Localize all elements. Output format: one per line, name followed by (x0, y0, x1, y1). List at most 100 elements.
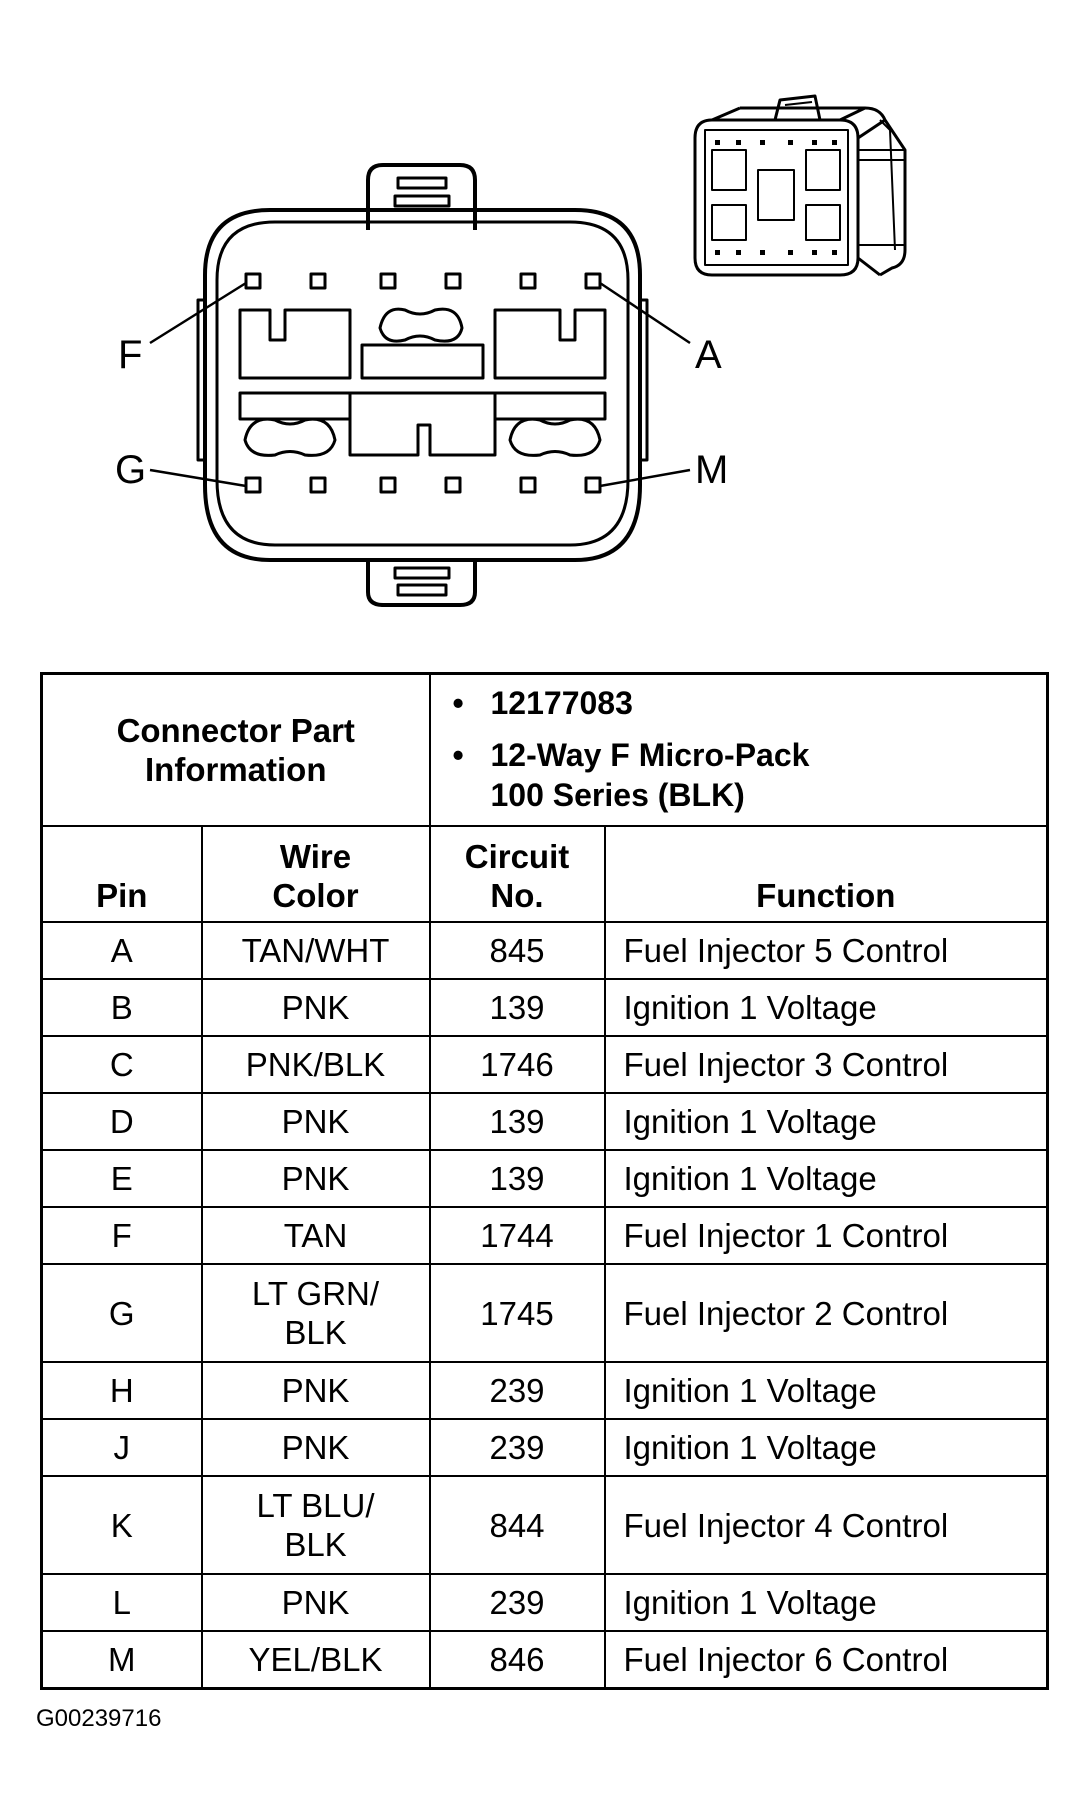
cell-pin-text: D (109, 1103, 134, 1140)
connector-face (196, 163, 649, 607)
cell-circuit-no: 1746 (428, 1035, 606, 1094)
cell-pin: E (40, 1149, 203, 1208)
cell-function: Fuel Injector 2 Control (603, 1263, 1049, 1363)
table-row: C PNK/BLK 1746 Fuel Injector 3 Control (40, 1035, 1049, 1094)
table-row: B PNK 139 Ignition 1 Voltage (40, 978, 1049, 1037)
cell-circuit-no: 844 (428, 1475, 606, 1575)
cell-wire-color-text: LT GRN/ (251, 1275, 380, 1312)
cell-wire-color: PNK (200, 1092, 431, 1151)
cell-function-text: Fuel Injector 1 Control (623, 1217, 949, 1254)
cell-wire-color-text: PNK/BLK (245, 1046, 386, 1083)
cell-function: Ignition 1 Voltage (603, 978, 1049, 1037)
cell-function-text: Fuel Injector 2 Control (623, 1294, 949, 1332)
cell-circuit-no-text: 139 (489, 1160, 545, 1197)
connector-pin-table: Connector Part Information 12177083 12-W… (40, 672, 1050, 1690)
connector-description: 12-Way F Micro-Pack 100 Series (BLK) (453, 735, 1047, 815)
cell-function-text: Ignition 1 Voltage (623, 989, 877, 1026)
cell-circuit-no: 1744 (428, 1206, 606, 1265)
cell-circuit-no: 139 (428, 978, 606, 1037)
cell-wire-color: PNK (200, 1361, 431, 1420)
cell-pin-text: A (110, 932, 133, 969)
cell-wire-color: PNK (200, 1573, 431, 1632)
cell-pin: G (40, 1263, 203, 1363)
connector-info-title: Connector Part Information (40, 672, 431, 827)
header-function: Function (603, 825, 1049, 923)
cell-wire-color: PNK (200, 978, 431, 1037)
cell-pin: B (40, 978, 203, 1037)
cell-circuit-no: 139 (428, 1092, 606, 1151)
cell-function-text: Ignition 1 Voltage (623, 1429, 877, 1466)
cell-wire-color-text: YEL/BLK (248, 1641, 383, 1678)
cell-wire-color: YEL/BLK (200, 1630, 431, 1690)
cell-function: Fuel Injector 5 Control (603, 921, 1049, 980)
cell-wire-color-text: PNK (281, 1103, 350, 1140)
cell-function: Fuel Injector 3 Control (603, 1035, 1049, 1094)
cell-circuit-no: 239 (428, 1418, 606, 1477)
cell-circuit-no-text: 239 (489, 1429, 545, 1466)
table-row: L PNK 239 Ignition 1 Voltage (40, 1573, 1049, 1632)
cell-function-text: Fuel Injector 3 Control (623, 1046, 949, 1083)
header-circuit-no: Circuit No. (428, 825, 606, 923)
cell-pin-text: G (108, 1294, 135, 1332)
cell-pin: H (40, 1361, 203, 1420)
cell-function-text: Ignition 1 Voltage (623, 1584, 877, 1621)
cell-wire-color: PNK/BLK (200, 1035, 431, 1094)
connector-diagram: F A G M (115, 94, 907, 607)
connector-info-title-line2: Information (145, 751, 327, 788)
cell-function-text: Ignition 1 Voltage (623, 1160, 877, 1197)
cell-circuit-no: 239 (428, 1361, 606, 1420)
cell-circuit-no: 1745 (428, 1263, 606, 1363)
cell-pin: K (40, 1475, 203, 1575)
cell-function: Ignition 1 Voltage (603, 1149, 1049, 1208)
cell-pin: C (40, 1035, 203, 1094)
connector-info-details: 12177083 12-Way F Micro-Pack 100 Series … (428, 672, 1049, 827)
cell-pin-text: K (110, 1506, 133, 1544)
cell-circuit-no-text: 1745 (480, 1294, 554, 1332)
cell-circuit-no: 239 (428, 1573, 606, 1632)
cell-wire-color-text: PNK (281, 1429, 350, 1466)
header-pin: Pin (40, 825, 203, 923)
cell-wire-color: PNK (200, 1418, 431, 1477)
cell-function: Ignition 1 Voltage (603, 1361, 1049, 1420)
pin-label-g: G (115, 448, 146, 492)
cell-circuit-no-text: 139 (489, 1103, 545, 1140)
cell-wire-color-text: PNK (281, 1372, 350, 1409)
cell-wire-color-text: TAN/WHT (241, 932, 390, 969)
cell-wire-color: PNK (200, 1149, 431, 1208)
cell-function-text: Fuel Injector 4 Control (623, 1506, 949, 1544)
cell-function: Fuel Injector 1 Control (603, 1206, 1049, 1265)
cell-circuit-no: 845 (428, 921, 606, 980)
table-row: A TAN/WHT 845 Fuel Injector 5 Control (40, 921, 1049, 980)
header-wire-color: Wire Color (200, 825, 431, 923)
cell-function-text: Fuel Injector 5 Control (623, 932, 949, 969)
cell-circuit-no-text: 239 (489, 1584, 545, 1621)
figure-id: G00239716 (36, 1705, 162, 1732)
cell-wire-color-text: LT BLU/ (256, 1487, 375, 1524)
cell-pin: A (40, 921, 203, 980)
cell-pin-text: B (110, 989, 133, 1026)
table-header-row: Pin Wire Color Circuit No. Function (40, 825, 1049, 923)
cell-function-text: Fuel Injector 6 Control (623, 1641, 949, 1678)
cell-wire-color: LT GRN/BLK (200, 1263, 431, 1363)
cell-pin-text: L (112, 1584, 131, 1621)
pin-label-leaders (149, 281, 691, 488)
cell-pin-text: E (110, 1160, 133, 1197)
table-row: D PNK 139 Ignition 1 Voltage (40, 1092, 1049, 1151)
cell-pin-text: C (109, 1046, 134, 1083)
pin-label-f: F (118, 333, 142, 377)
table-row: G LT GRN/BLK 1745 Fuel Injector 2 Control (40, 1263, 1049, 1363)
cell-function: Fuel Injector 4 Control (603, 1475, 1049, 1575)
cell-wire-color-text: PNK (281, 989, 350, 1026)
connector-info-title-line1: Connector Part (116, 712, 355, 749)
cell-circuit-no: 139 (428, 1149, 606, 1208)
pin-label-a: A (695, 333, 722, 377)
pin-label-m: M (695, 448, 728, 492)
cell-function-text: Ignition 1 Voltage (623, 1103, 877, 1140)
cell-wire-color-text: BLK (284, 1526, 347, 1563)
cell-circuit-no: 846 (428, 1630, 606, 1690)
cell-circuit-no-text: 1746 (480, 1046, 554, 1083)
connector-info-row: Connector Part Information 12177083 12-W… (40, 672, 1049, 827)
